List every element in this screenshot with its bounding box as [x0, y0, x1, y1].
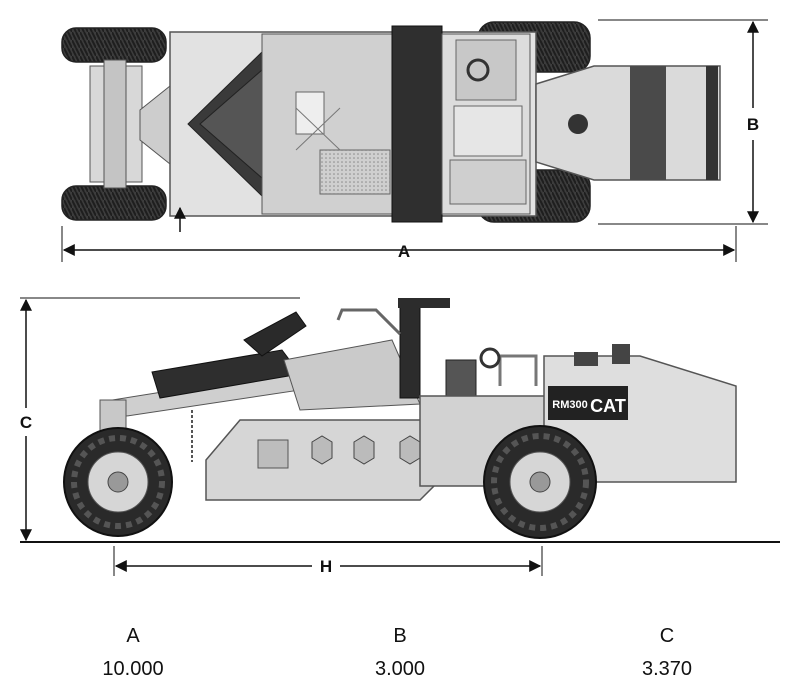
rear-wheel [483, 425, 597, 539]
steering-wheel-top [466, 58, 490, 82]
side-view: C RM300 CAT [20, 297, 780, 576]
dimension-col-b: B 3.000 [320, 618, 480, 684]
dimension-value: 3.000 [374, 658, 426, 680]
dimension-value: 3.370 [641, 658, 693, 680]
engine-hood-top [535, 65, 721, 181]
dimension-col-c: C 3.370 [587, 618, 747, 684]
dim-c-label: C [20, 413, 32, 432]
top-view: A B [61, 19, 768, 262]
dimension-key: B [393, 625, 407, 647]
front-left-tire [61, 27, 167, 63]
top-crossbar [391, 25, 443, 223]
dimension-key: C [659, 625, 675, 647]
dimension-value: 10.000 [102, 658, 164, 680]
dim-h-label: H [320, 557, 332, 576]
dim-b-label: B [747, 115, 759, 134]
brand-logo: CAT [590, 396, 626, 416]
dimension-table: A 10.000 B 3.000 C 3.370 [0, 618, 800, 698]
dimension-col-a: A 10.000 [53, 618, 213, 684]
steering-wheel-side [479, 347, 501, 369]
front-wheel [63, 427, 173, 537]
exhaust-stack [399, 299, 421, 399]
dimension-key: A [126, 625, 140, 647]
front-right-tire [61, 185, 167, 221]
model-badge: RM300 [552, 399, 587, 411]
dim-a-label: A [398, 242, 410, 261]
